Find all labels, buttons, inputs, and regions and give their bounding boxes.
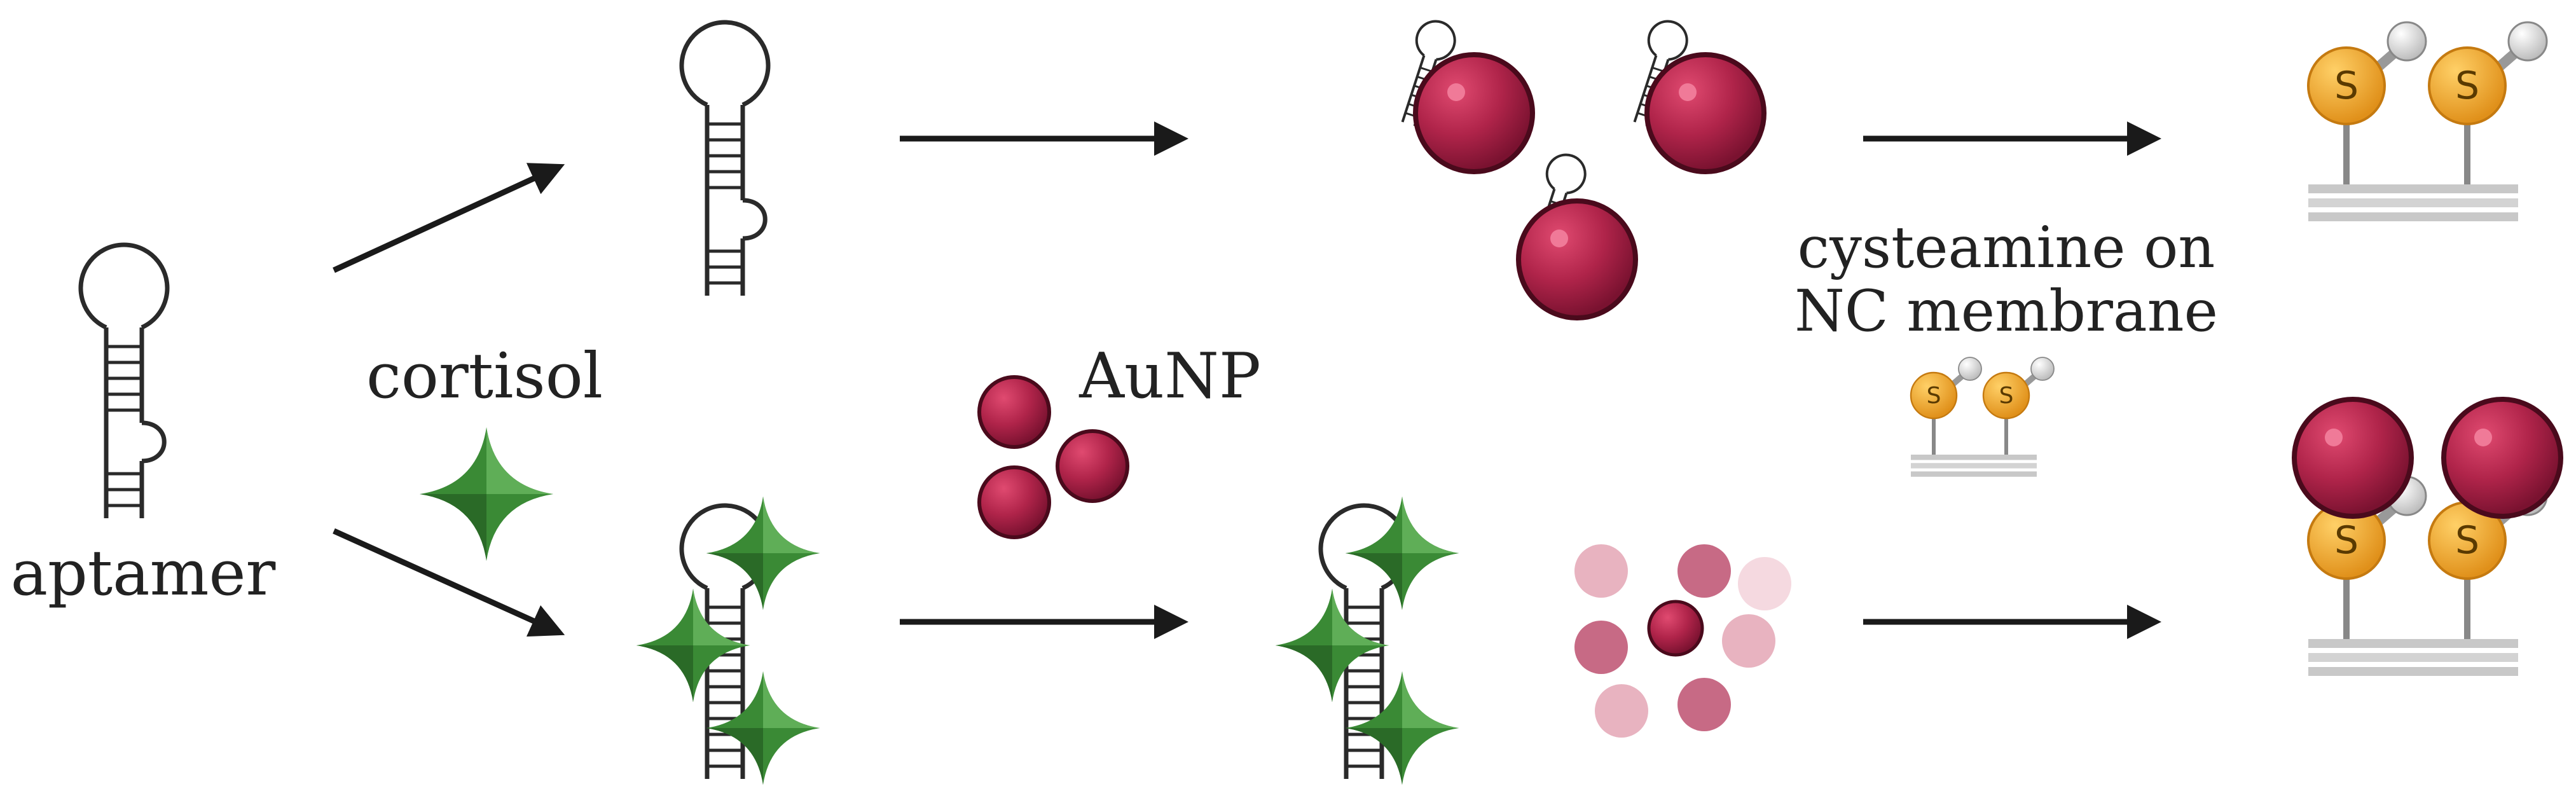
membrane-cysteamine-top — [2308, 22, 2547, 221]
aunp-cluster — [1574, 544, 1791, 738]
membrane-cysteamine-bound — [2292, 397, 2563, 676]
cysteamine-label-line2: NC membrane — [1794, 278, 2218, 345]
aunp-label: AuNP — [1078, 340, 1261, 413]
cortisol-star — [420, 427, 553, 561]
aunp-aptamer-conjugate — [1389, 15, 1535, 174]
aunp-aptamer-conjugate — [1621, 15, 1767, 174]
aunp-free-particles — [977, 375, 1129, 539]
arrow-down-diagonal — [333, 528, 565, 637]
aptamer-free-top — [682, 22, 768, 296]
aunp-aptamer-conjugate — [1516, 148, 1638, 320]
arrow-up-diagonal — [333, 163, 565, 273]
cysteamine-label-line1: cysteamine on — [1798, 214, 2215, 281]
aptamer-hairpin — [81, 245, 167, 518]
aptamer-label: aptamer — [11, 537, 276, 610]
membrane-cysteamine-middle — [1911, 357, 2054, 477]
aptamer-cortisol-complex-2 — [1275, 496, 1459, 785]
cortisol-label: cortisol — [366, 340, 603, 413]
aptamer-cortisol-complex-1 — [636, 496, 820, 785]
